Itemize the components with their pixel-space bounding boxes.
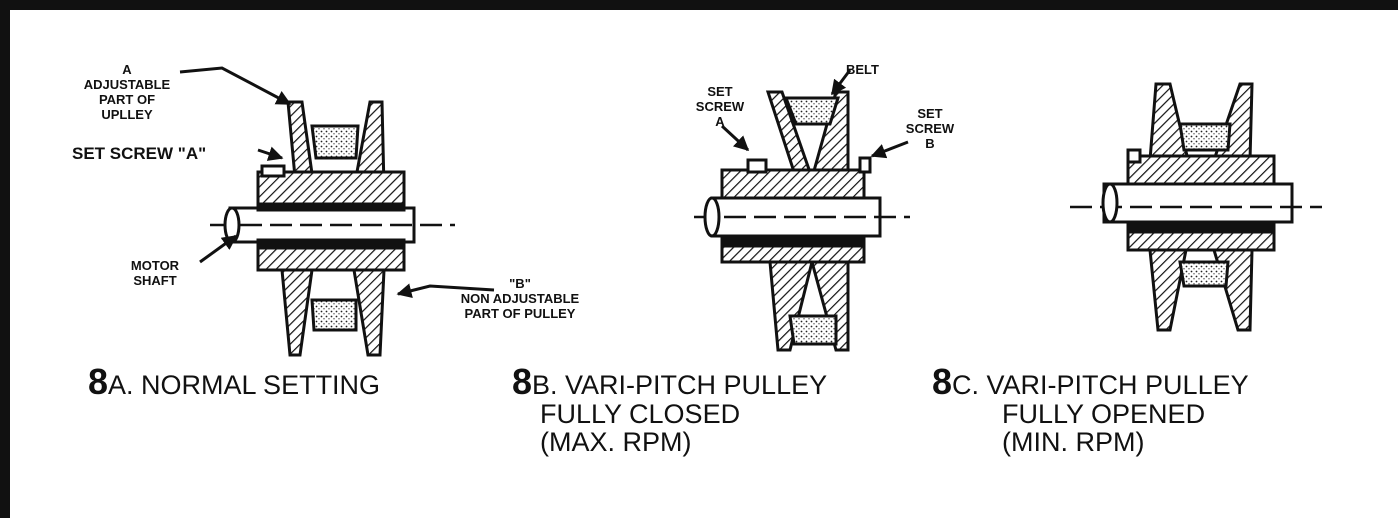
- caption-8a-text: A. NORMAL SETTING: [108, 370, 381, 400]
- caption-8c-line3: (MIN. RPM): [1002, 427, 1145, 457]
- label-set-screw-a: SET SCREW A: [695, 84, 745, 129]
- caption-8a: 8A. NORMAL SETTING: [88, 364, 381, 400]
- caption-8c: 8C. VARI-PITCH PULLEY: [932, 364, 1249, 400]
- label-adjustable-part: A ADJUSTABLE PART OF UPLLEY: [83, 62, 171, 122]
- caption-8c-number: 8: [932, 361, 953, 402]
- caption-8c-text: C. VARI-PITCH PULLEY: [952, 370, 1249, 400]
- belt-upper: [310, 124, 360, 160]
- label-non-adjustable-part: "B" NON ADJUSTABLE PART OF PULLEY: [460, 276, 580, 321]
- pulley-c: [1070, 82, 1322, 332]
- hub-upper: [256, 170, 406, 208]
- label-set-screw-a-big: SET SCREW "A": [72, 144, 207, 163]
- caption-8b-line2: FULLY CLOSED: [540, 399, 741, 429]
- caption-8b-number: 8: [512, 361, 533, 402]
- label-belt: BELT: [846, 62, 879, 77]
- caption-8b: 8B. VARI-PITCH PULLEY: [512, 364, 828, 400]
- pulley-a: [210, 100, 455, 357]
- caption-8b-text: B. VARI-PITCH PULLEY: [532, 370, 828, 400]
- caption-8b-line3: (MAX. RPM): [540, 427, 692, 457]
- caption-8a-number: 8: [88, 361, 109, 402]
- label-motor-shaft: MOTOR SHAFT: [130, 258, 180, 288]
- pulley-b: [694, 90, 910, 352]
- label-set-screw-b: SET SCREW B: [905, 106, 955, 151]
- caption-8c-line2: FULLY OPENED: [1002, 399, 1206, 429]
